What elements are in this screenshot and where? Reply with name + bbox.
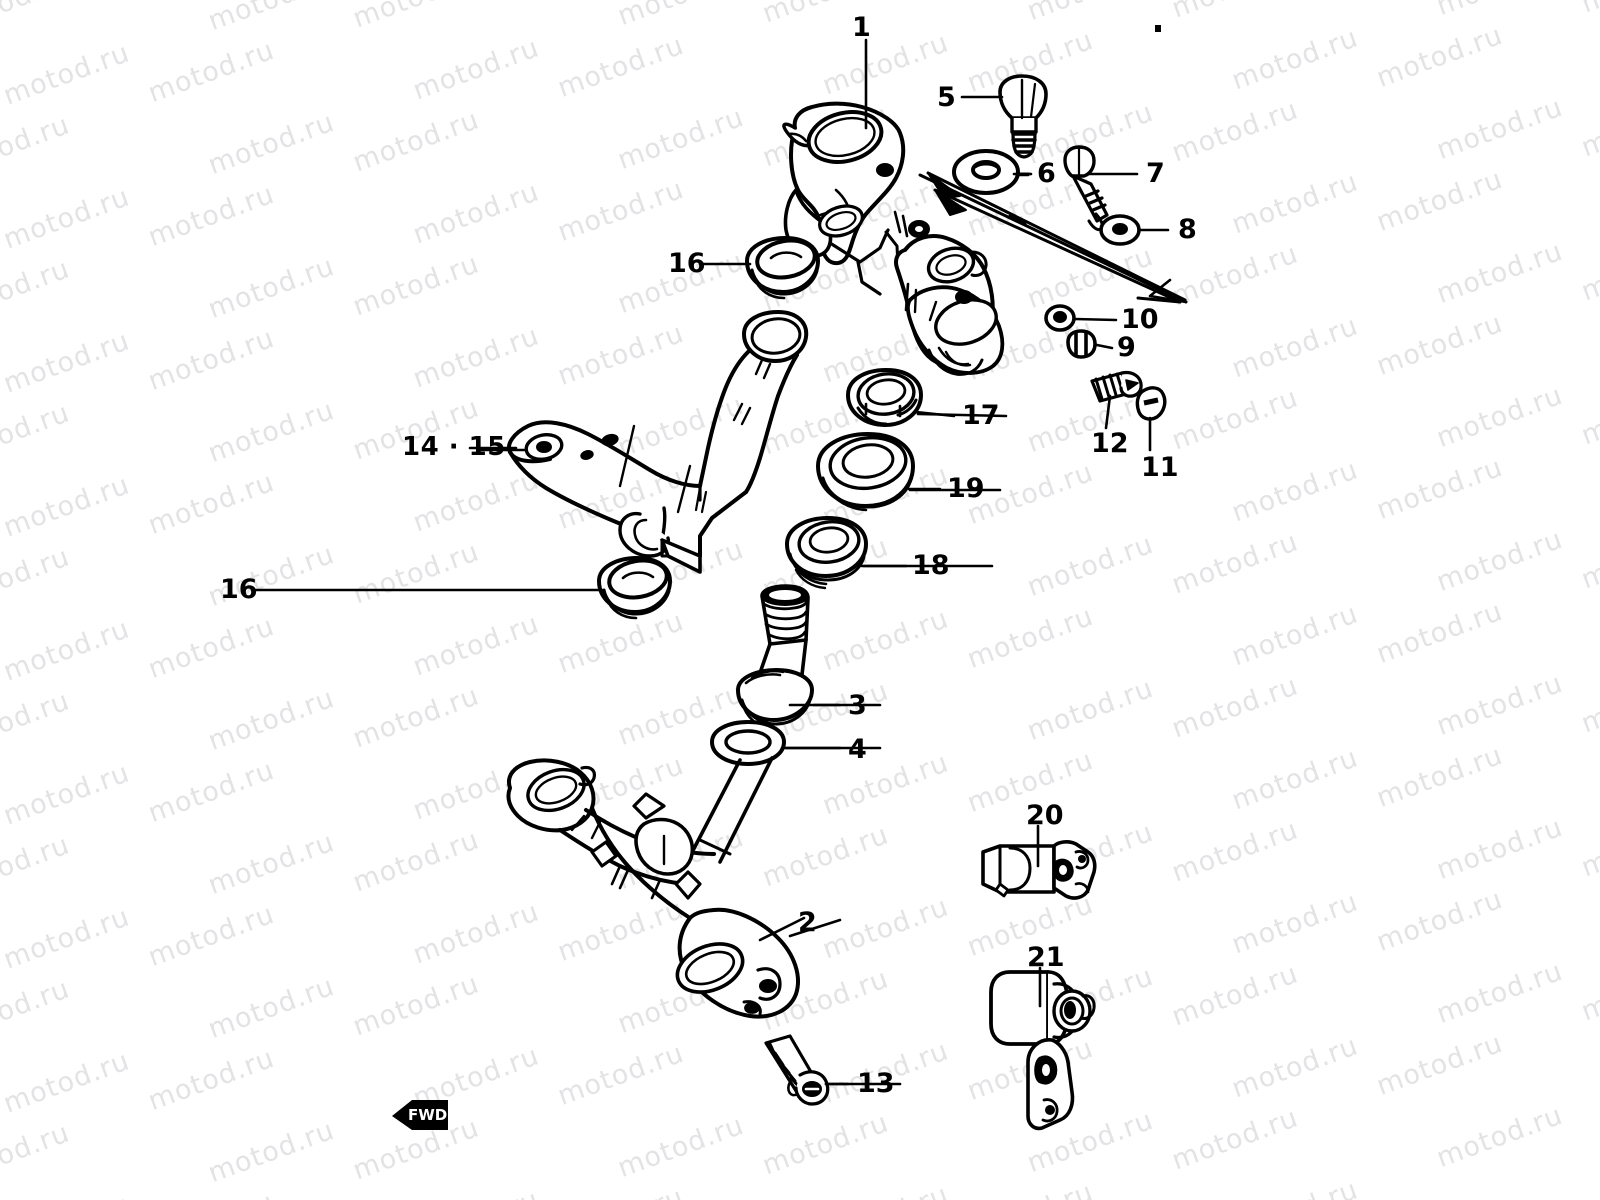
part-bushing-16-upper xyxy=(745,236,820,300)
part-bearing-race-18 xyxy=(785,516,868,590)
callout-8: 8 xyxy=(1178,214,1197,245)
part-bearing-race-19 xyxy=(816,432,915,512)
callout-16-upper: 16 xyxy=(668,248,706,279)
callout-10: 10 xyxy=(1121,304,1159,335)
part-stem-nut-17 xyxy=(846,368,923,427)
part-hex-bolt-7 xyxy=(1063,145,1109,232)
leader-lines-extra xyxy=(476,172,1030,1086)
callout-13: 13 xyxy=(857,1068,895,1099)
part-cap-bolt xyxy=(998,74,1048,159)
part-upper-bracket-outline xyxy=(782,101,930,296)
callout-4: 4 xyxy=(848,734,867,765)
accent-dot xyxy=(1155,25,1161,32)
part-stud-bolt-12 xyxy=(1090,370,1143,403)
callout-20: 20 xyxy=(1026,800,1064,831)
callout-7: 7 xyxy=(1146,158,1165,189)
callout-6: 6 xyxy=(1037,158,1056,189)
part-washer-6 xyxy=(952,149,1020,195)
part-headlight-bracket xyxy=(507,310,809,574)
part-lock-cylinder-20 xyxy=(981,840,1097,900)
callout-21: 21 xyxy=(1027,942,1065,973)
part-nut-9 xyxy=(1066,329,1097,359)
callout-14-15: 14 · 15 xyxy=(402,432,506,462)
part-steering-stem-shaft xyxy=(686,584,814,864)
callout-17: 17 xyxy=(962,400,1000,431)
assembly-direction-arrow-2 xyxy=(933,188,1182,304)
fwd-arrow-shape xyxy=(392,1100,448,1130)
callout-18: 18 xyxy=(912,550,950,581)
part-washer-8 xyxy=(1099,214,1141,246)
callout-5: 5 xyxy=(937,82,956,113)
callout-19: 19 xyxy=(947,473,985,504)
callout-16-lower: 16 xyxy=(220,574,258,605)
callout-11: 11 xyxy=(1141,452,1179,483)
part-clipwasher-11 xyxy=(1135,386,1167,421)
callout-2: 2 xyxy=(798,907,817,938)
callout-3: 3 xyxy=(848,690,867,721)
fwd-label: FWD xyxy=(408,1106,448,1124)
part-pinch-bolt-13 xyxy=(764,1034,830,1106)
callout-12: 12 xyxy=(1091,428,1129,459)
assembly-direction-arrow xyxy=(918,171,1188,304)
part-bushing-16-lower xyxy=(597,556,672,620)
part-lock-assembly-21 xyxy=(989,970,1096,1131)
callout-9: 9 xyxy=(1117,332,1136,363)
part-lockwasher-10 xyxy=(1044,304,1076,332)
part-upper-bracket-lower-body xyxy=(894,234,1005,376)
fwd-orientation-marker: FWD xyxy=(392,1100,448,1130)
callout-1: 1 xyxy=(852,12,871,43)
part-lower-bracket xyxy=(506,758,800,1019)
